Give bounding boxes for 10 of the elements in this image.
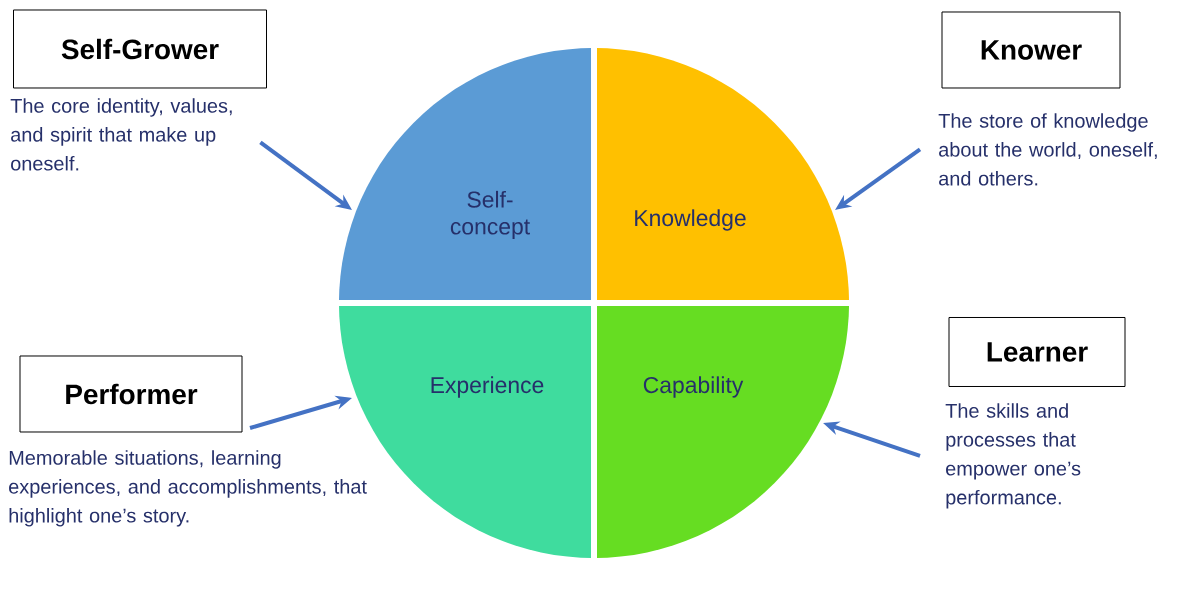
quadrant: Self-concept [339,48,591,300]
title-box: Performer [19,355,243,433]
title-box: Self-Grower [13,9,267,89]
title-box: Knower [941,11,1121,89]
title-box: Learner [948,317,1126,387]
quadrant: Knowledge [597,48,849,300]
description: The core identity, values, and spirit that make up oneself. [10,98,232,171]
quadrant: Capability [597,306,849,558]
description: The store of knowledge about the world, oneself, and others. [938,113,1157,186]
description: The skills and processes that empower one’s performance. [945,403,1081,509]
